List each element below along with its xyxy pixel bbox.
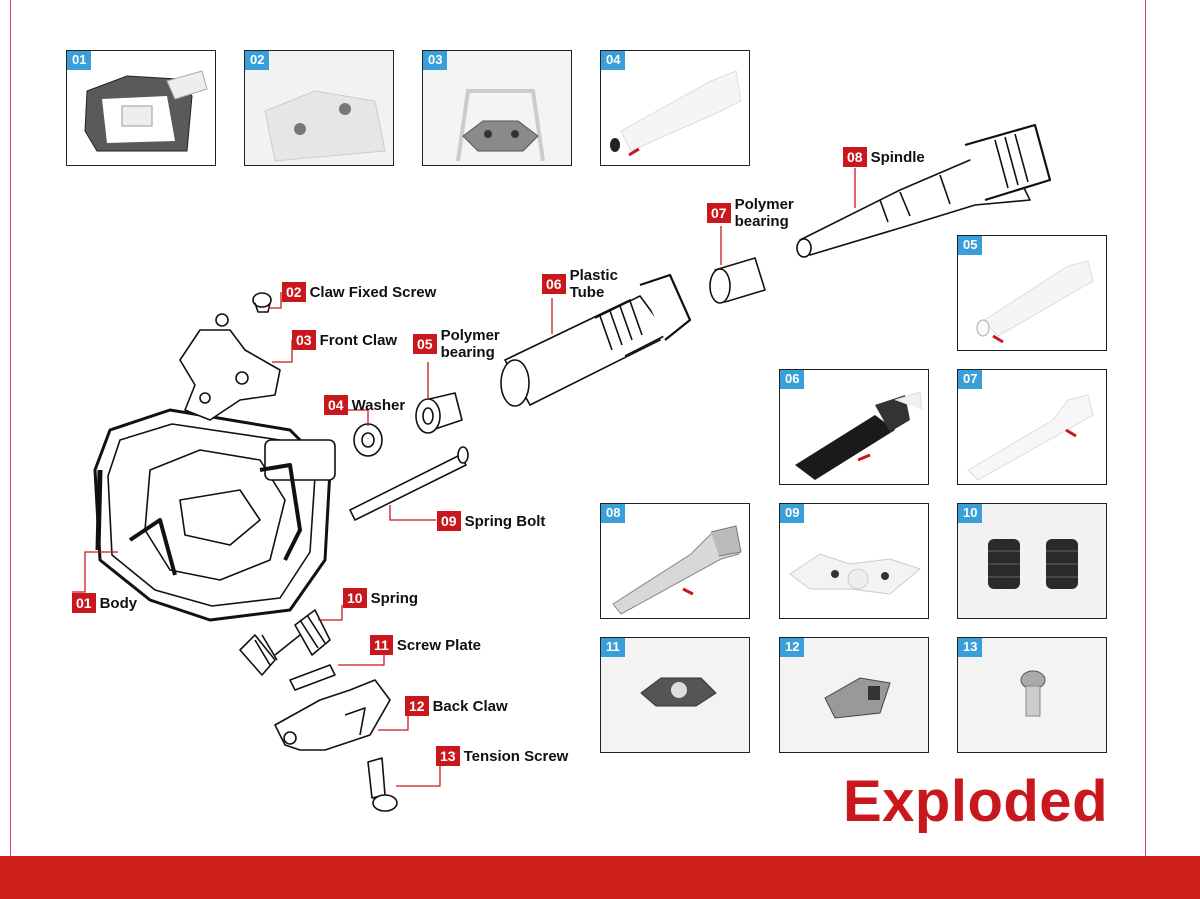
- plastic-tube-thumb-icon: [795, 391, 923, 480]
- callout-label: Polymer bearing: [734, 196, 794, 230]
- spring-drawing: [239, 609, 331, 676]
- footer-bar: [0, 856, 1200, 899]
- thumbnail-number: 08: [601, 504, 626, 523]
- callout-label: Body: [99, 594, 138, 612]
- thumbnail-01: 01: [66, 50, 216, 166]
- bearing-07-drawing: [709, 257, 766, 304]
- thumbnail-number: 07: [958, 370, 983, 389]
- bearing-05-drawing: [415, 392, 463, 434]
- callout-label: Screw Plate: [396, 636, 482, 654]
- callout-label: Washer: [351, 396, 406, 414]
- claw-screw-drawing: [252, 292, 272, 313]
- callout-label: Spring: [370, 589, 419, 607]
- thumbnail-03: 03: [422, 50, 572, 166]
- callout-number: 11: [370, 635, 393, 655]
- callout-number: 08: [843, 147, 867, 167]
- thumbnail-number: 03: [423, 51, 448, 70]
- thumbnail-number: 05: [958, 236, 983, 255]
- thumbnail-02: 02: [244, 50, 394, 166]
- thumbnail-number: 12: [780, 638, 805, 657]
- callout-label: Back Claw: [432, 697, 508, 715]
- callout-number: 06: [542, 274, 566, 294]
- thumbnail-06: 06: [779, 369, 929, 485]
- callout-number: 09: [437, 511, 461, 531]
- thumbnail-number: 11: [601, 638, 625, 657]
- callout-label: Front Claw: [319, 331, 398, 349]
- screw-plate-drawing: [289, 664, 336, 691]
- callout-07: 07 Polymer bearing: [707, 196, 794, 230]
- washer-thumb-icon: [610, 70, 742, 157]
- thumbnail-07: 07: [957, 369, 1107, 485]
- callout-label: Plastic Tube: [569, 267, 618, 301]
- washer-drawing: [353, 423, 383, 457]
- callout-number: 10: [343, 588, 367, 608]
- thumbnail-number: 13: [958, 638, 983, 657]
- thumbnail-number: 06: [780, 370, 805, 389]
- callout-number: 04: [324, 395, 348, 415]
- callout-number: 01: [72, 593, 96, 613]
- back-claw-thumb-icon: [780, 638, 928, 752]
- thumbnail-number: 01: [67, 51, 92, 70]
- tension-screw-thumb-icon: [958, 638, 1106, 752]
- page-title: Exploded: [842, 769, 1108, 834]
- screw-plate-thumb-icon: [601, 638, 749, 752]
- spindle-thumb-icon: [612, 525, 742, 615]
- callout-number: 05: [413, 334, 437, 354]
- callout-01: 01 Body: [72, 593, 137, 613]
- thumbnail-08: 08: [600, 503, 750, 619]
- thumbnail-number: 02: [245, 51, 270, 70]
- callout-03: 03 Front Claw: [292, 330, 397, 350]
- callout-02: 02 Claw Fixed Screw: [282, 282, 436, 302]
- callout-label: Polymer bearing: [440, 327, 500, 361]
- callout-number: 02: [282, 282, 306, 302]
- thumbnail-number: 09: [780, 504, 805, 523]
- pedal-body-drawing: [93, 408, 336, 622]
- pedal-body-thumb-icon: [84, 70, 208, 152]
- spring-bolt-thumb-icon: [789, 553, 922, 595]
- thumbnail-09: 09: [779, 503, 929, 619]
- callout-number: 12: [405, 696, 429, 716]
- front-claw-thumb-icon: [423, 51, 571, 165]
- callout-13: 13 Tension Screw: [436, 746, 568, 766]
- callout-label: Claw Fixed Screw: [309, 283, 437, 301]
- callout-08: 08 Spindle: [843, 147, 925, 167]
- callout-number: 03: [292, 330, 316, 350]
- thumbnail-12: 12: [779, 637, 929, 753]
- thumbnail-04: 04: [600, 50, 750, 166]
- spindle-drawing: [796, 123, 1052, 258]
- bearing-thumb-icon: [976, 260, 1094, 344]
- callout-09: 09 Spring Bolt: [437, 511, 545, 531]
- thumbnail-number: 04: [601, 51, 626, 70]
- callout-number: 07: [707, 203, 731, 223]
- spring-bolt-drawing: [349, 446, 469, 521]
- thumbnail-10: 10: [957, 503, 1107, 619]
- callout-label: Tension Screw: [463, 747, 569, 765]
- callout-06: 06 Plastic Tube: [542, 267, 618, 301]
- callout-11: 11 Screw Plate: [370, 635, 481, 655]
- back-claw-drawing: [274, 679, 391, 751]
- bearing-07-thumb-icon: [967, 394, 1094, 481]
- claw-screw-thumb-icon: [245, 51, 393, 165]
- thumbnail-11: 11: [600, 637, 750, 753]
- front-claw-drawing: [179, 313, 281, 421]
- plastic-tube-drawing: [500, 273, 692, 407]
- callout-04: 04 Washer: [324, 395, 405, 415]
- thumbnail-05: 05: [957, 235, 1107, 351]
- callout-10: 10 Spring: [343, 588, 418, 608]
- thumbnail-number: 10: [958, 504, 983, 523]
- thumbnail-13: 13: [957, 637, 1107, 753]
- tension-screw-drawing: [367, 757, 398, 812]
- callout-number: 13: [436, 746, 460, 766]
- callout-05: 05 Polymer bearing: [413, 327, 500, 361]
- callout-12: 12 Back Claw: [405, 696, 508, 716]
- callout-label: Spindle: [870, 148, 925, 166]
- callout-label: Spring Bolt: [464, 512, 546, 530]
- spring-thumb-icon: [958, 504, 1106, 618]
